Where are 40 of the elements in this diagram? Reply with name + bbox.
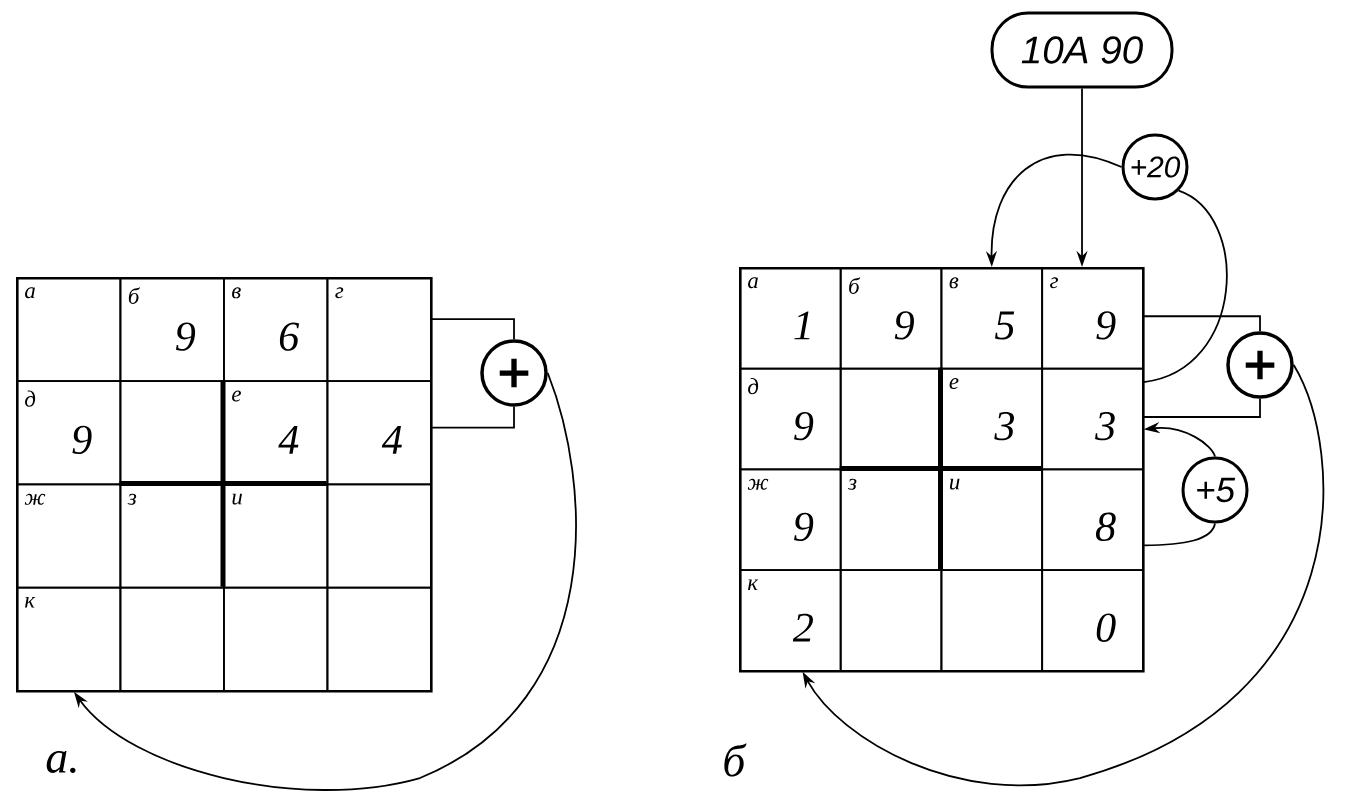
grid-cell [940, 569, 1044, 672]
grid-cell: б 9 [839, 267, 943, 370]
grid-cell: г 9 [1041, 267, 1144, 370]
grid-cell [326, 483, 432, 589]
grid-cell: з [119, 483, 225, 589]
grid-cell: а 1 [739, 267, 842, 370]
connector [1142, 522, 1216, 547]
connector [1142, 315, 1261, 333]
grid-cell [223, 586, 329, 692]
connector [430, 318, 515, 341]
grid-cell: б 9 [119, 277, 225, 383]
grid-cell: 4 [326, 380, 432, 486]
grid-cell [119, 586, 225, 692]
grid-cell: в 5 [940, 267, 1044, 370]
connector [430, 405, 515, 429]
connector [1142, 189, 1228, 383]
grid-cell: е 4 [223, 380, 329, 486]
panel-label: б [724, 743, 747, 777]
grid-cell: 8 [1041, 468, 1144, 572]
grid-cell [326, 586, 432, 692]
grid-cell: к 2 [739, 569, 842, 672]
grid-cell: 0 [1041, 569, 1144, 672]
grid-cell: к [16, 586, 122, 692]
grid-cell [839, 569, 943, 672]
grid-cell: и [940, 468, 1044, 572]
grid-cell: е 3 [940, 367, 1044, 471]
grid-cell: д 9 [739, 367, 842, 471]
grid-cell: з [839, 468, 943, 572]
grid-cell: д 9 [16, 380, 122, 486]
grid-cell: и [223, 483, 329, 589]
panel-label: а. [46, 750, 76, 774]
grid-cell [839, 367, 943, 471]
grid-cell: ж 9 [739, 468, 842, 572]
grid-cell: ж [16, 483, 122, 589]
grid-cell: в 6 [223, 277, 329, 383]
grid-cell: 3 [1041, 367, 1144, 471]
grid-cell: а [16, 277, 122, 383]
grid-cell [119, 380, 225, 486]
connector [1142, 397, 1261, 418]
grid-cell: г [326, 277, 432, 383]
